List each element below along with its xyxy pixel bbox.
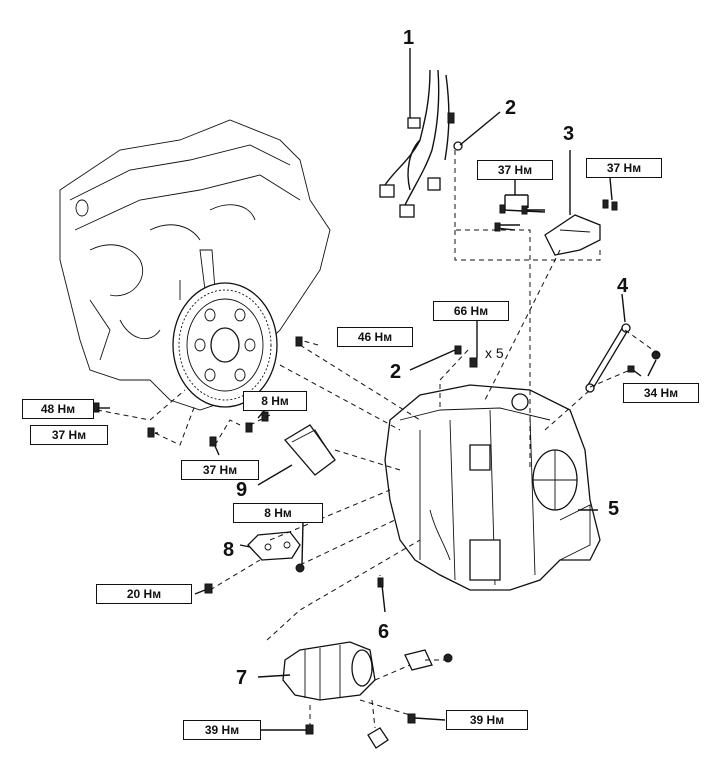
- callout-5: 5: [608, 498, 620, 520]
- callout-9: 9: [236, 479, 248, 501]
- assembly-dashed-lines: [96, 150, 661, 729]
- leader-lines: [99, 48, 657, 731]
- torque-label-46: 46 Нм: [337, 327, 413, 347]
- torque-label-34: 34 Нм: [623, 383, 699, 403]
- callout-1: 1: [403, 27, 415, 49]
- callout-7: 7: [236, 667, 248, 689]
- callout-2-middle: 2: [390, 361, 402, 383]
- cover-drawing: [284, 424, 336, 476]
- callout-8: 8: [223, 539, 235, 561]
- torque-label-bracket-left: 37 Нм: [477, 160, 553, 180]
- transaxle-drawing: [384, 384, 601, 591]
- torque-label-37-left: 37 Нм: [30, 425, 108, 445]
- callout-4: 4: [617, 275, 629, 297]
- torque-label-39-right: 39 Нм: [446, 710, 528, 730]
- starter-drawing: [282, 641, 453, 749]
- torque-label-20: 20 Нм: [96, 584, 192, 604]
- rod-drawing: [585, 323, 661, 393]
- callout-2-top: 2: [505, 97, 517, 119]
- torque-label-39-left: 39 Нм: [183, 720, 261, 740]
- torque-label-8-lower: 8 Нм: [233, 503, 323, 523]
- wiring-harness-drawing: [379, 69, 450, 218]
- plate-drawing: [247, 531, 305, 573]
- callout-3: 3: [563, 123, 575, 145]
- callout-6: 6: [378, 621, 390, 643]
- torque-label-37-bottom: 37 Нм: [181, 460, 259, 480]
- quantity-multiplier: x 5: [485, 345, 504, 361]
- torque-label-8-upper: 8 Нм: [243, 391, 307, 411]
- torque-label-66: 66 Нм: [433, 301, 509, 321]
- drive-plate-drawing: [172, 282, 278, 408]
- torque-label-bracket-right: 37 Нм: [586, 158, 662, 178]
- torque-label-48: 48 Нм: [22, 399, 94, 419]
- bracket-drawing: [544, 214, 601, 256]
